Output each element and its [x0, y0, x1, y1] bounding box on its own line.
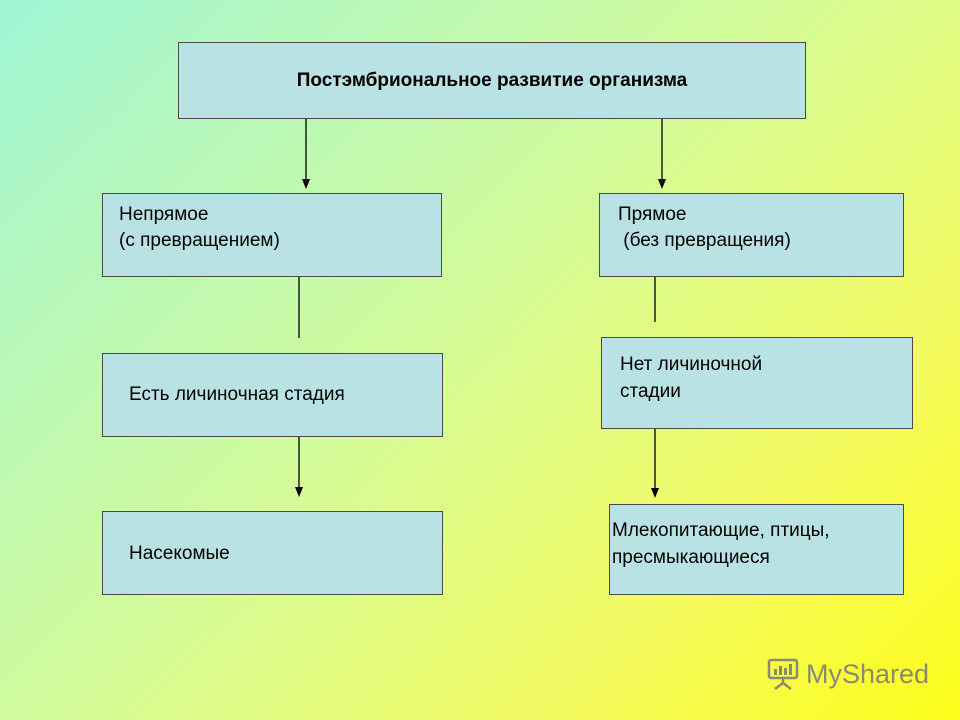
larval-stage-label: Есть личиночная стадия — [129, 384, 345, 405]
indirect-development-box: Непрямое (с превращением) — [102, 193, 442, 277]
watermark-suffix: Shared — [842, 658, 930, 689]
animals-line2: пресмыкающиеся — [612, 546, 770, 568]
watermark-prefix: My — [806, 658, 842, 689]
direct-label: Прямое — [618, 204, 687, 225]
no-larval-stage-line1: Нет личиночной — [620, 354, 763, 375]
diagram-title-box: Постэмбриональное развитие организма — [178, 42, 806, 119]
insects-box: Насекомые — [102, 511, 443, 595]
direct-sublabel: (без превращения) — [618, 229, 791, 251]
no-larval-stage-box: Нет личиночной стадии — [601, 337, 913, 429]
myshared-watermark: MyShared — [766, 654, 929, 694]
diagram-title: Постэмбриональное развитие организма — [296, 69, 688, 91]
insects-label: Насекомые — [129, 543, 230, 564]
animals-line1: Млекопитающие, птицы, — [612, 520, 830, 541]
presentation-board-icon — [767, 658, 799, 690]
direct-development-box: Прямое (без превращения) — [599, 193, 904, 277]
no-larval-stage-line2: стадии — [620, 380, 681, 402]
indirect-label: Непрямое — [119, 204, 209, 225]
indirect-sublabel: (с превращением) — [119, 229, 280, 251]
animals-box: Млекопитающие, птицы, пресмыкающиеся — [609, 504, 904, 595]
larval-stage-box: Есть личиночная стадия — [102, 353, 443, 437]
